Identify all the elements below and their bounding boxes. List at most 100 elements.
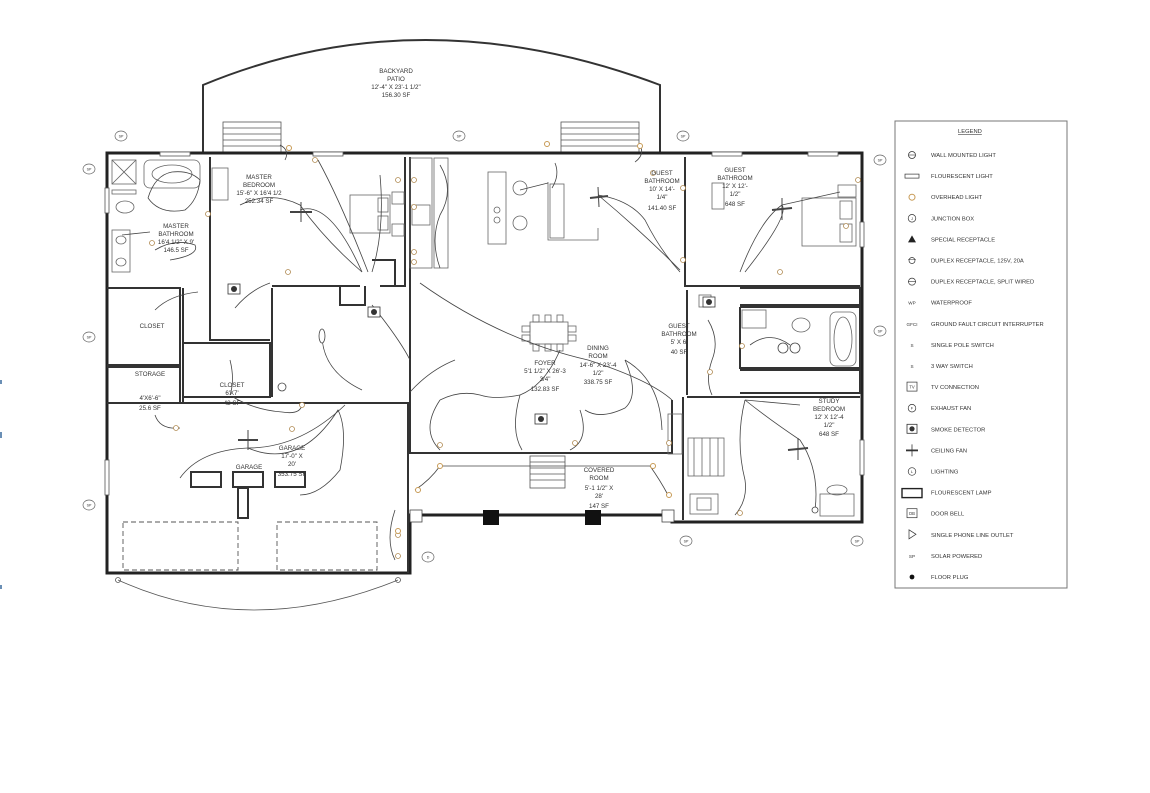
legend-item: F EXHAUST FAN — [907, 404, 971, 413]
svg-text:SP: SP — [87, 167, 92, 171]
fluorescent-light-icon — [904, 173, 920, 179]
svg-text:ROOM: ROOM — [588, 353, 607, 360]
interior-walls — [107, 157, 861, 573]
ceiling-fan-icon — [589, 186, 609, 208]
room-label-garage-center: GARAGE — [236, 464, 262, 471]
svg-text:GARAGE: GARAGE — [279, 445, 305, 452]
svg-text:SP: SP — [855, 539, 860, 543]
room-area: 156.30 SF — [382, 92, 411, 99]
solar-powered-tags — [82, 130, 887, 563]
svg-text:648 SF: 648 SF — [819, 431, 839, 438]
legend-label: JUNCTION BOX — [931, 216, 974, 222]
svg-text:BEDROOM: BEDROOM — [243, 182, 275, 189]
fluorescent-lamp-icon — [901, 487, 923, 499]
room-label-backyard: BACKYARD PATIO 12'-4" X 23'-1 1/2" 156.3… — [371, 68, 420, 99]
overhead-light-icon — [908, 193, 916, 201]
svg-text:SP: SP — [87, 335, 92, 339]
svg-text:ROOM: ROOM — [589, 475, 608, 482]
study-bedroom-fixtures — [667, 413, 855, 517]
legend-label: CEILING FAN — [931, 448, 967, 454]
ceiling-fan-icon — [771, 198, 793, 220]
svg-text:20': 20' — [288, 461, 296, 468]
legend-label: TV CONNECTION — [931, 385, 979, 391]
legend-label: FLOOR PLUG — [931, 575, 969, 581]
svg-text:GUEST: GUEST — [651, 170, 673, 177]
room-label-dining-room: DINING ROOM 14'-6" X 23'-4 1/2" 338.75 S… — [580, 345, 617, 386]
legend-item: FLOOR PLUG — [909, 574, 969, 581]
covered-room-post — [661, 509, 675, 523]
room-label-guest-bedroom: GUEST BATHROOM 12' X 12'- 1/2" 648 SF — [717, 167, 752, 208]
svg-text:SP: SP — [87, 503, 92, 507]
svg-text:16'4 1/2" X 9': 16'4 1/2" X 9' — [158, 239, 194, 246]
ceiling-fan-icon — [238, 430, 258, 450]
legend-item: WALL MOUNTED LIGHT — [908, 151, 996, 159]
junction-box-icon — [277, 328, 819, 514]
svg-text:WP: WP — [908, 301, 915, 306]
room-label-closet: CLOSET — [140, 323, 165, 330]
wiring-runs — [121, 144, 841, 561]
legend-label: SPECIAL RECEPTACLE — [931, 237, 995, 243]
legend-item: SMOKE DETECTOR — [906, 423, 985, 434]
back-steps-left — [222, 121, 282, 155]
garage-driveway-outline — [117, 579, 399, 611]
svg-text:1/2": 1/2" — [593, 370, 604, 377]
room-label-master-bathroom: MASTER BATHROOM 16'4 1/2" X 9' 146.5 SF — [158, 223, 194, 254]
svg-text:10' X 14'-: 10' X 14'- — [649, 186, 675, 193]
edge-mark — [0, 432, 2, 438]
smoke-detector-icon — [906, 423, 918, 434]
svg-text:6'X7': 6'X7' — [225, 390, 238, 397]
svg-text:353.75 SF: 353.75 SF — [278, 471, 307, 478]
legend-item: DUPLEX RECEPTACLE, 125V, 20A — [908, 257, 1024, 265]
svg-text:14'-6" X 23'-4: 14'-6" X 23'-4 — [580, 362, 617, 369]
svg-text:5'-1 1/2" X: 5'-1 1/2" X — [585, 485, 614, 492]
door-bell-icon: DB — [906, 508, 918, 519]
covered-room-post — [585, 510, 601, 525]
gfci-icon: GFCI — [907, 322, 918, 327]
svg-text:338.75 SF: 338.75 SF — [584, 379, 613, 386]
covered-room-post — [483, 510, 499, 525]
room-name: BACKYARD — [379, 68, 413, 75]
duplex-receptacles — [149, 157, 861, 559]
room-label-guest-bathroom-small: GUEST BATHROOM 5' X 6' 40 SF — [661, 323, 696, 356]
room-label-closet-small: CLOSET 6'X7' 42 SF — [220, 382, 245, 407]
guest-bathroom-fixtures — [698, 294, 857, 367]
svg-text:1/2": 1/2" — [824, 422, 835, 429]
lighting-icon: L — [907, 467, 917, 476]
overhead-lights — [286, 141, 672, 534]
svg-text:GFCI: GFCI — [907, 322, 918, 327]
svg-text:42 SF: 42 SF — [224, 400, 241, 407]
smoke-detector-icon — [227, 283, 241, 295]
svg-text:F: F — [911, 406, 914, 411]
svg-text:CLOSET: CLOSET — [220, 382, 245, 389]
svg-text:28': 28' — [595, 493, 603, 500]
svg-text:141.40 SF: 141.40 SF — [648, 205, 677, 212]
svg-text:SP: SP — [878, 329, 883, 333]
kitchen-fixtures — [409, 157, 599, 269]
svg-text:STUDY: STUDY — [819, 398, 840, 405]
legend-label: OVERHEAD LIGHT — [931, 195, 983, 201]
svg-text:40 SF: 40 SF — [671, 349, 688, 356]
svg-text:DB: DB — [909, 511, 915, 516]
svg-text:252.34 SF: 252.34 SF — [245, 198, 274, 205]
svg-text:BEDROOM: BEDROOM — [813, 406, 845, 413]
smoke-detector-icon — [702, 296, 716, 308]
legend-item: FLOURESCENT LAMP — [901, 487, 992, 499]
legend-label: SINGLE POLE SWITCH — [931, 343, 994, 349]
edge-mark — [0, 380, 2, 384]
svg-text:1/2": 1/2" — [730, 191, 741, 198]
svg-text:SP: SP — [681, 134, 686, 138]
svg-text:L: L — [911, 469, 914, 474]
legend-label: EXHAUST FAN — [931, 406, 971, 412]
legend-label: DUPLEX RECEPTACLE, SPLIT WIRED — [931, 280, 1034, 286]
duplex-split-receptacle-icon — [908, 277, 916, 286]
waterproof-icon: WP — [908, 301, 915, 306]
ceiling-fan-icon — [906, 444, 918, 457]
svg-text:25.6 SF: 25.6 SF — [139, 405, 161, 412]
ceiling-fan-icon — [787, 438, 809, 460]
